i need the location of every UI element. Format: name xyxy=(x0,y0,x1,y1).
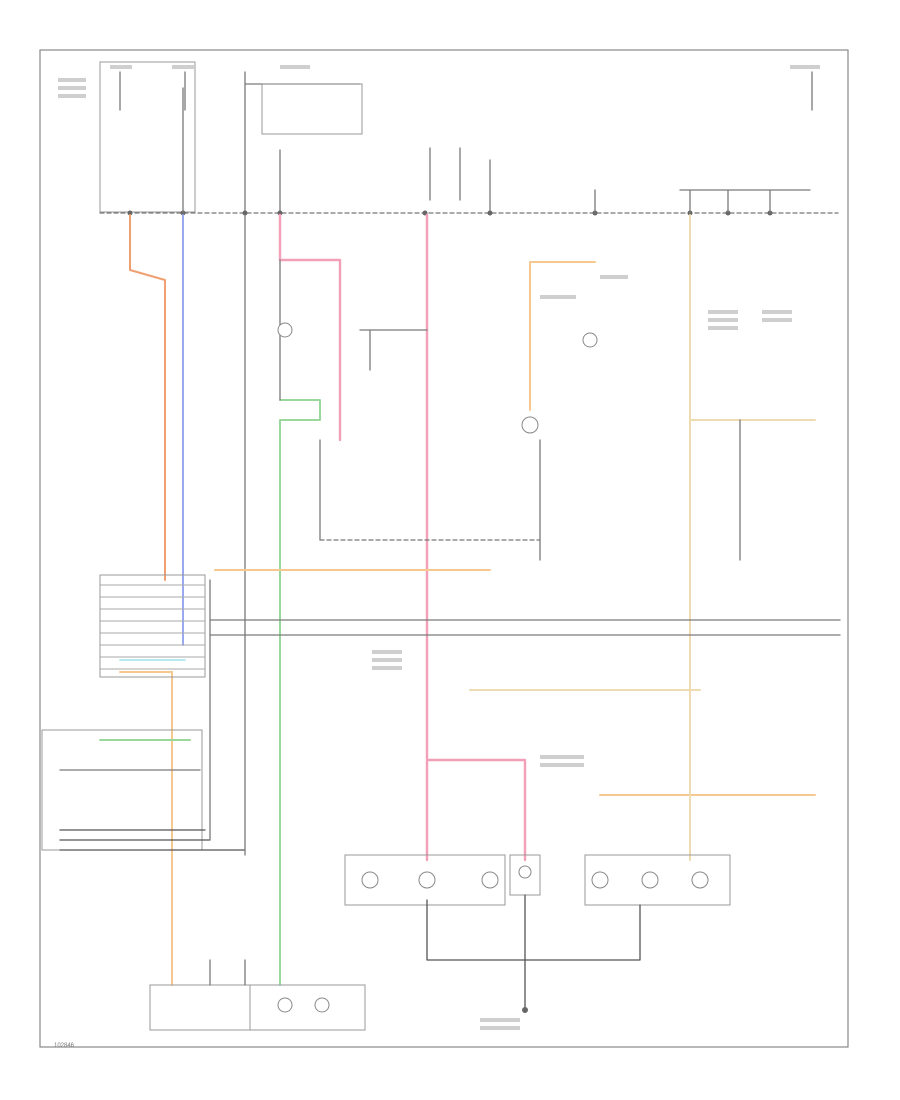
lamp-housing-left xyxy=(344,854,506,906)
fuse-block-top xyxy=(99,61,813,216)
switch-box-lower-left xyxy=(41,729,203,851)
wire-orange-right xyxy=(529,261,596,411)
wire-pink-left xyxy=(278,213,342,442)
lamp-bulbs xyxy=(361,865,709,889)
wire-green xyxy=(279,399,321,986)
lamp-housing-right xyxy=(584,854,731,906)
diagram-code: 102846 xyxy=(54,1043,75,1049)
component-box-bottom-center xyxy=(249,984,366,1031)
left-connector xyxy=(99,574,206,678)
component-box-bottom-left xyxy=(149,984,251,1031)
diagram-frame xyxy=(39,49,849,1048)
faint-label-marks xyxy=(58,65,820,1030)
wire-orange-left xyxy=(129,214,166,581)
